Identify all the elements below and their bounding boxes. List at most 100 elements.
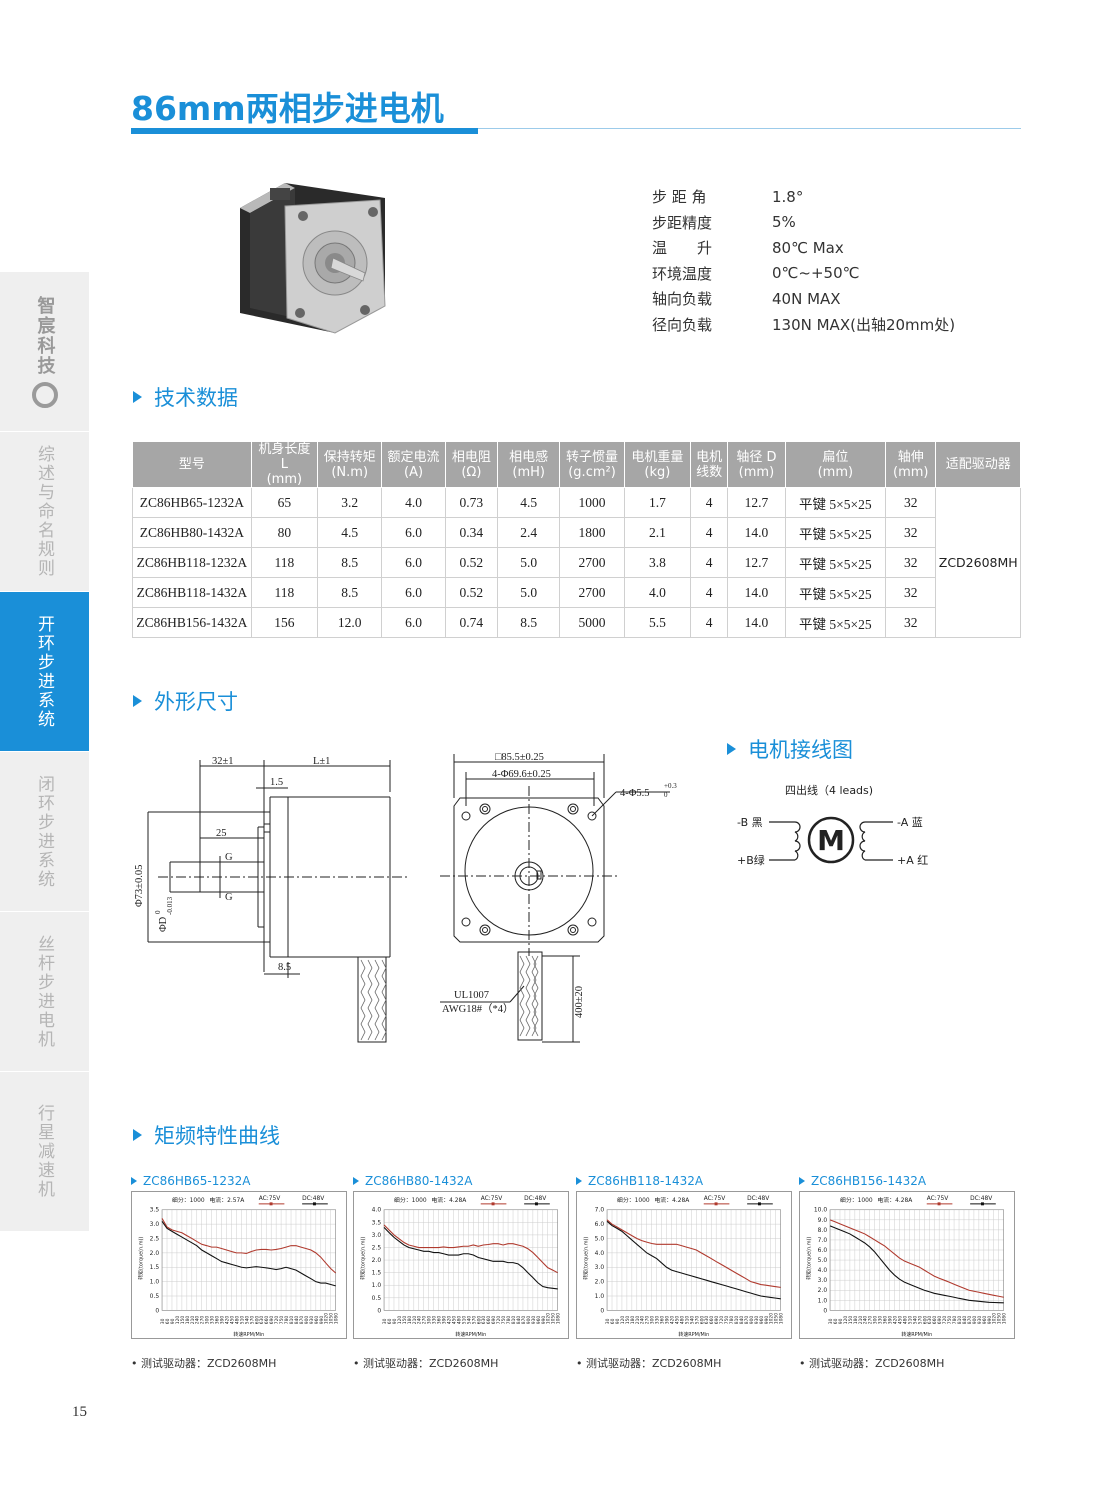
x-tick-label: 240 [417, 1316, 423, 1325]
table-cell: 1000 [559, 487, 625, 518]
dim-g-bottom: G [225, 892, 233, 903]
x-tick-label: 360 [883, 1316, 889, 1325]
plot-border [829, 1209, 1004, 1311]
x-tick-label: 120 [397, 1316, 403, 1325]
section-wiring: 电机接线图 [727, 734, 853, 764]
x-tick-label: 330 [655, 1316, 661, 1325]
title-underline [131, 128, 478, 134]
sidebar-item-label: 综述与命名规则 [34, 445, 54, 578]
table-cell: 3.8 [623, 547, 692, 578]
y-tick-label: 2.0 [595, 1280, 605, 1286]
page-number: 15 [72, 1404, 87, 1420]
series-line-ac75v [383, 1224, 558, 1274]
header-unit: (mm) [893, 464, 929, 480]
x-tick-label: 90 [615, 1318, 621, 1324]
x-tick-label: 210 [858, 1316, 864, 1325]
y-tick-label: 8.0 [818, 1228, 828, 1234]
sidebar-item-open-loop[interactable]: 开环步进系统 [0, 592, 89, 752]
y-tick-label: 1.0 [595, 1294, 605, 1300]
x-tick-label: 540 [466, 1316, 472, 1325]
header-text: 型号 [178, 457, 205, 472]
x-tick-label: 1020 [992, 1313, 998, 1324]
dim-hole-tol-top: +0.3 [664, 782, 677, 790]
table-cell: 3.2 [317, 487, 383, 518]
table-cell: 32 [885, 577, 937, 608]
x-tick-label: 270 [645, 1316, 651, 1325]
x-tick-label: 90 [838, 1318, 844, 1324]
x-tick-label: 450 [674, 1316, 680, 1325]
motor-symbol: M [817, 824, 845, 857]
chart-subdivision: 细分：1000 [394, 1196, 427, 1204]
y-tick-label: 3.0 [818, 1278, 828, 1284]
y-tick-label: 2.5 [150, 1236, 160, 1242]
x-tick-label: 90 [392, 1318, 398, 1324]
chart-note: • 测试驱动器：ZCD2608MH [799, 1357, 945, 1370]
y-tick-label: 3.0 [372, 1233, 382, 1239]
x-tick-label: 330 [878, 1316, 884, 1325]
table-cell: 2.4 [496, 517, 561, 548]
sidebar-item-label: 行星减速机 [34, 1104, 54, 1199]
x-tick-label: 270 [868, 1316, 874, 1325]
legend-label: DC:48V [747, 1196, 769, 1202]
y-tick-label: 4.0 [595, 1251, 605, 1257]
table-cell: 6.0 [381, 547, 446, 578]
triangle-icon [131, 1177, 137, 1185]
table-cell: 0.52 [444, 577, 499, 608]
chart-note: • 测试驱动器：ZCD2608MH [576, 1357, 722, 1370]
table-cell: 4.5 [496, 487, 561, 518]
x-tick-label: 330 [432, 1316, 438, 1325]
x-tick-label: 510 [461, 1316, 467, 1325]
sidebar-item-closed-loop[interactable]: 闭环步进系统 [0, 752, 89, 912]
x-tick-label: 420 [447, 1316, 453, 1325]
x-tick-label: 120 [843, 1316, 849, 1325]
spec-label: 步 距 角 [652, 188, 707, 207]
header-unit: (g.cm²) [568, 464, 616, 480]
spec-value: 80℃ Max [772, 238, 844, 257]
y-tick-label: 3.0 [595, 1265, 605, 1271]
x-tick-label: 930 [309, 1316, 315, 1325]
y-tick-label: 9.0 [818, 1218, 828, 1224]
y-tick-label: 7.0 [595, 1208, 605, 1214]
x-tick-label: 270 [200, 1316, 206, 1325]
x-tick-label: 120 [175, 1316, 181, 1325]
x-tick-label: 240 [195, 1316, 201, 1325]
table-cell: 0.73 [444, 487, 499, 518]
sidebar-item-planetary[interactable]: 行星减速机 [0, 1072, 89, 1232]
x-tick-label: 840 [739, 1316, 745, 1325]
x-tick-label: 1020 [324, 1313, 330, 1324]
table-cell: 6.0 [381, 607, 446, 638]
table-cell: 2.1 [623, 517, 692, 548]
triangle-icon [353, 1177, 359, 1185]
table-cell: 12.7 [727, 487, 786, 518]
table-cell: 平键 5×5×25 [784, 607, 887, 638]
table-cell: 65 [250, 487, 319, 518]
series-line-dc48v [383, 1227, 558, 1290]
x-tick-label: 840 [516, 1316, 522, 1325]
x-tick-label: 930 [754, 1316, 760, 1325]
x-tick-label: 480 [679, 1316, 685, 1325]
x-tick-label: 720 [942, 1316, 948, 1325]
legend-label: DC:48V [970, 1196, 992, 1202]
plot-border [383, 1209, 558, 1311]
x-tick-label: 870 [967, 1316, 973, 1325]
wire-b-minus: -B 黑 [737, 816, 763, 829]
wire-b-plus: +B绿 [737, 853, 765, 867]
sidebar-item-lead-screw[interactable]: 丝杆步进电机 [0, 912, 89, 1072]
y-tick-label: 5.0 [818, 1258, 828, 1264]
x-axis-label: 转速RPM/Min [901, 1331, 932, 1338]
x-tick-label: 570 [917, 1316, 923, 1325]
side-view-drawing: 32±1 L±1 1.5 25 G G 8.5 Φ73±0.05 ΦD 0 -0… [134, 756, 408, 1043]
sidebar-item-overview[interactable]: 综述与命名规则 [0, 432, 89, 592]
chart-subdivision: 细分：1000 [617, 1196, 650, 1204]
header-text: 额定电流 [387, 449, 440, 465]
table-cell: ZC86HB118-1232A [132, 547, 252, 578]
x-tick-label: 1080 [1002, 1313, 1008, 1324]
legend-marker [937, 1202, 941, 1206]
triangle-icon [576, 1177, 582, 1185]
wire-a-minus: -A 蓝 [897, 816, 923, 829]
